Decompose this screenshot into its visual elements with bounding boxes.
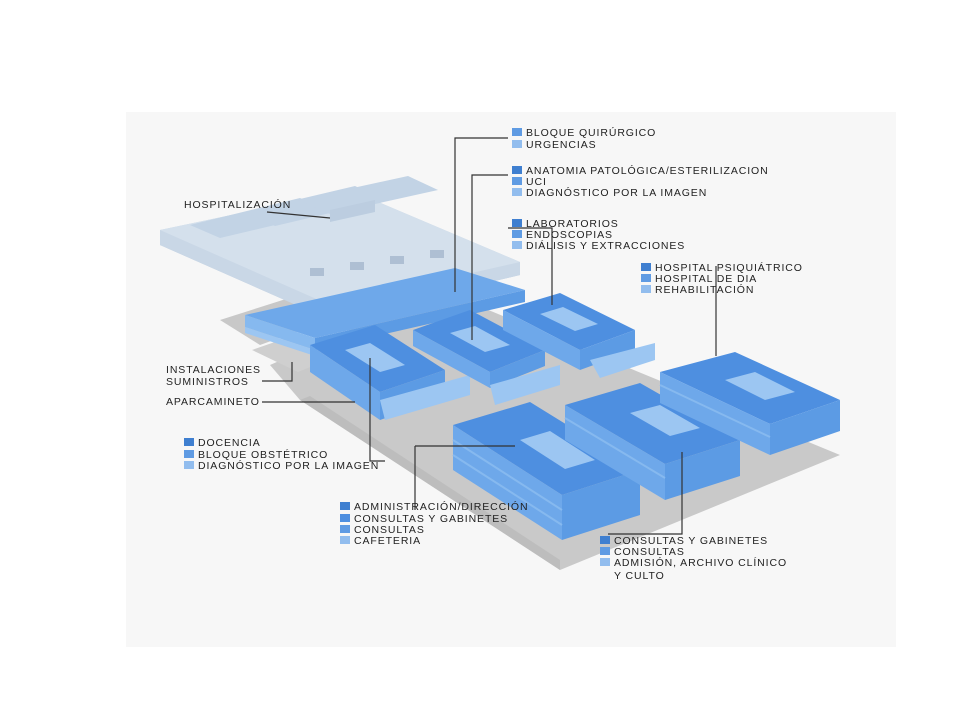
- legend-item: REHABILITACIÓN: [655, 283, 754, 296]
- legend-item: DIAGNÓSTICO POR LA IMAGEN: [198, 459, 379, 472]
- label-instalaciones: INSTALACIONES: [166, 364, 261, 376]
- consultas-block: [564, 383, 740, 500]
- legend-item: CONSULTAS Y GABINETES: [354, 513, 508, 525]
- leader-lines: [262, 137, 717, 535]
- legend-item: CONSULTAS Y GABINETES: [614, 535, 768, 547]
- legend-item: CONSULTAS: [614, 546, 685, 558]
- legend-item: DIAGNÓSTICO POR LA IMAGEN: [526, 186, 707, 199]
- small-ring-right: [503, 293, 655, 378]
- legend-item: DIÁLISIS Y EXTRACCIONES: [526, 239, 685, 252]
- legend-item: LABORATORIOS: [526, 218, 619, 230]
- legend-administracion: ADMINISTRACIÓN/DIRECCIÓN CONSULTAS Y GAB…: [340, 500, 528, 547]
- legend-anatomia: ANATOMIA PATOLÓGICA/ESTERILIZACION UCI D…: [512, 164, 769, 199]
- psiquiatrico-block: [659, 352, 840, 455]
- legend-item: HOSPITAL PSIQUIÁTRICO: [655, 261, 803, 274]
- legend-docencia: DOCENCIA BLOQUE OBSTÉTRICO DIAGNÓSTICO P…: [184, 437, 379, 472]
- legend-item: Y CULTO: [614, 570, 665, 582]
- legend-consultas: CONSULTAS Y GABINETES CONSULTAS ADMISIÓN…: [600, 535, 787, 582]
- legend-item: BLOQUE OBSTÉTRICO: [198, 448, 328, 461]
- legend-item: CAFETERIA: [354, 535, 421, 547]
- legend-item: ENDOSCOPIAS: [526, 229, 613, 241]
- legend-item: DOCENCIA: [198, 437, 261, 449]
- small-ring-middle: [413, 310, 560, 405]
- legend-item: BLOQUE QUIRÚRGICO: [526, 126, 656, 139]
- legend-psiquiatrico: HOSPITAL PSIQUIÁTRICO HOSPITAL DE DIA RE…: [641, 261, 803, 296]
- base-plate-bottom-edge: [300, 396, 560, 570]
- legend-item: HOSPITAL DE DIA: [655, 273, 757, 285]
- legend-item: ADMINISTRACIÓN/DIRECCIÓN: [354, 500, 528, 513]
- label-hospitalizacion: HOSPITALIZACIÓN: [184, 198, 291, 211]
- legend-item: CONSULTAS: [354, 524, 425, 536]
- administracion-block: [452, 402, 640, 540]
- legend-quirurgico: BLOQUE QUIRÚRGICO URGENCIAS: [512, 126, 656, 151]
- legend-item: ANATOMIA PATOLÓGICA/ESTERILIZACION: [526, 164, 769, 177]
- legend-item: UCI: [526, 176, 547, 188]
- label-aparcamiento: APARCAMINETO: [166, 396, 260, 408]
- small-ring-left: [310, 325, 470, 420]
- legend-item: ADMISIÓN, ARCHIVO CLÍNICO: [614, 556, 787, 569]
- legend-item: URGENCIAS: [526, 139, 597, 151]
- label-suministros: SUMINISTROS: [166, 376, 249, 388]
- legend-laboratorios: LABORATORIOS ENDOSCOPIAS DIÁLISIS Y EXTR…: [512, 218, 685, 252]
